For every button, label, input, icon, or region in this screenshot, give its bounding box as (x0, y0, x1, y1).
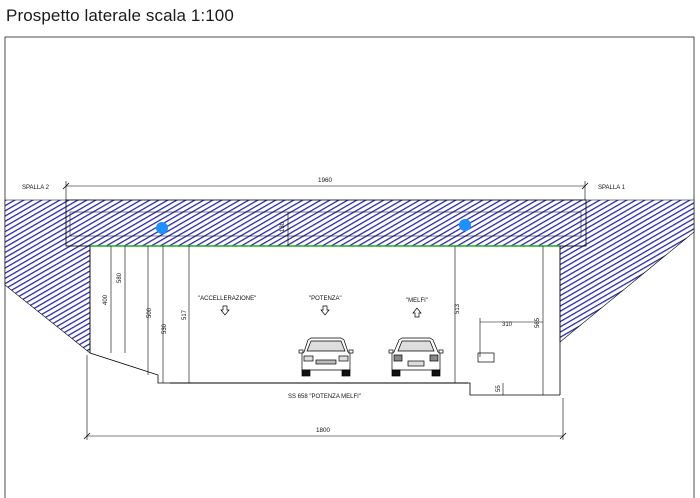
dim-565: 565 (535, 317, 541, 328)
car-front-view-left (298, 337, 354, 377)
lane-label-accelerazione: "ACCELLERAZIONE" (198, 296, 256, 302)
label-spalla-right: SPALLA 1 (598, 185, 626, 191)
dim-530: 530 (162, 323, 168, 334)
direction-arrow-accelerazione (220, 305, 230, 316)
support-marker-right (459, 219, 471, 231)
bridge-deck (65, 199, 587, 247)
barrier-box (477, 352, 495, 363)
deck-inner-outline (69, 211, 582, 237)
dim-total-span: 1960 (318, 177, 333, 184)
dim-bottom-span: 1800 (316, 427, 331, 434)
car-rear-view-right (388, 337, 444, 377)
dim-517: 517 (182, 309, 188, 320)
label-spalla-left: SPALLA 2 (22, 185, 50, 191)
dim-500: 500 (147, 307, 153, 318)
dim-55: 55 (496, 385, 502, 392)
dim-513: 513 (455, 303, 461, 314)
dim-400: 400 (103, 294, 109, 305)
dim-tick-bottom-left (83, 432, 91, 440)
dim-310: 310 (502, 322, 513, 328)
dim-580: 580 (117, 272, 123, 283)
dim-tick-right (581, 182, 589, 190)
lane-label-potenza: "POTENZA" (309, 296, 342, 302)
road-name-label: SS 658 "POTENZA MELFI" (288, 394, 361, 400)
page-title: Prospetto laterale scala 1:100 (6, 6, 234, 25)
dim-tick-bottom-right (559, 432, 567, 440)
direction-arrow-melfi (412, 307, 422, 318)
dim-deck-height: 130 (280, 221, 286, 232)
dim-tick-left (62, 182, 70, 190)
direction-arrow-potenza (320, 305, 330, 316)
lane-label-melfi: "MELFI" (406, 298, 428, 304)
support-marker-left (156, 222, 168, 234)
